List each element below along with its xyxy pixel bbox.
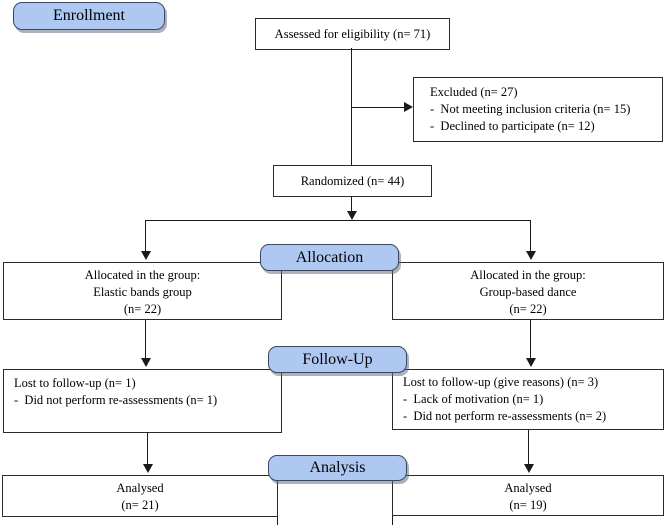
box-text-line: Lost to follow-up (n= 1) <box>14 376 136 390</box>
box-text-line: Excluded (n= 27) <box>430 85 518 99</box>
connector-alloc-to-fu-left <box>145 320 146 358</box>
box-text-line: Analysed <box>504 481 552 495</box>
box-allocated-group-dance: Allocated in the group: Group-based danc… <box>392 262 664 320</box>
arrowhead-fu-left <box>141 358 151 367</box>
box-text-line: - Did not perform re-assessments (n= 2) <box>403 409 607 423</box>
stage-label-allocation: Allocation <box>260 244 399 271</box>
box-text-line: Lost to follow-up (give reasons) (n= 3) <box>403 375 599 389</box>
arrowhead-analysis-right <box>524 464 534 473</box>
box-text-line: - Did not perform re-assessments (n= 1) <box>14 393 218 407</box>
box-analysed-dance: Analysed (n= 19) <box>392 475 664 516</box>
box-text-line: Assessed for eligibility (n= 71) <box>274 26 431 41</box>
box-text-line: Randomized (n= 44) <box>300 173 405 188</box>
connector-alloc-to-fu-right <box>530 320 531 358</box>
arrowhead-alloc-right <box>526 251 536 260</box>
connector-fu-to-analysis-right <box>528 430 529 464</box>
box-lost-followup-elastic: Lost to follow-up (n= 1) - Did not perfo… <box>3 369 282 433</box>
box-text-line: - Declined to participate (n= 12) <box>430 119 595 133</box>
arrowhead-alloc-left <box>141 251 151 260</box>
arrowhead-randomized <box>347 211 357 220</box>
box-text-line: Allocated in the group: <box>84 268 201 282</box>
box-text-line: - Not meeting inclusion criteria (n= 15) <box>430 102 631 116</box>
edge-stub-left <box>277 517 278 525</box>
box-analysed-elastic: Analysed (n= 21) <box>2 475 278 517</box>
box-text-line: (n= 22) <box>509 302 547 316</box>
connector-randomized-down <box>351 196 352 212</box>
stage-label-followup: Follow-Up <box>268 346 407 373</box>
connector-fu-to-analysis-left <box>147 433 148 464</box>
box-text-line: Analysed <box>116 481 164 495</box>
arrowhead-analysis-left <box>143 464 153 473</box>
connector-branch <box>145 220 531 221</box>
connector-branch-right <box>530 220 531 251</box>
box-excluded: Excluded (n= 27) - Not meeting inclusion… <box>413 77 663 142</box>
arrowhead-fu-right <box>526 358 536 367</box>
box-text-line: - Lack of motivation (n= 1) <box>403 392 544 406</box>
arrowhead-excluded <box>404 102 413 112</box>
box-randomized: Randomized (n= 44) <box>273 165 432 197</box>
box-text-line: Allocated in the group: <box>470 268 586 282</box>
connector-assessed-to-randomized <box>351 48 352 165</box>
box-text-line: (n= 21) <box>121 498 159 512</box>
connector-to-excluded <box>352 107 404 108</box>
box-text-line: (n= 22) <box>123 302 162 316</box>
box-text-line: (n= 19) <box>509 498 547 512</box>
stage-label-analysis: Analysis <box>268 455 407 481</box>
box-assessed-eligibility: Assessed for eligibility (n= 71) <box>255 18 450 50</box>
box-allocated-elastic-bands: Allocated in the group: Elastic bands gr… <box>3 262 282 320</box>
box-text-line: Elastic bands group <box>93 285 192 299</box>
connector-branch-left <box>145 220 146 251</box>
edge-stub-right <box>392 516 393 525</box>
box-lost-followup-dance: Lost to follow-up (give reasons) (n= 3) … <box>392 369 664 430</box>
box-text-line: Group-based dance <box>479 285 577 299</box>
stage-label-enrollment: Enrollment <box>13 2 165 30</box>
